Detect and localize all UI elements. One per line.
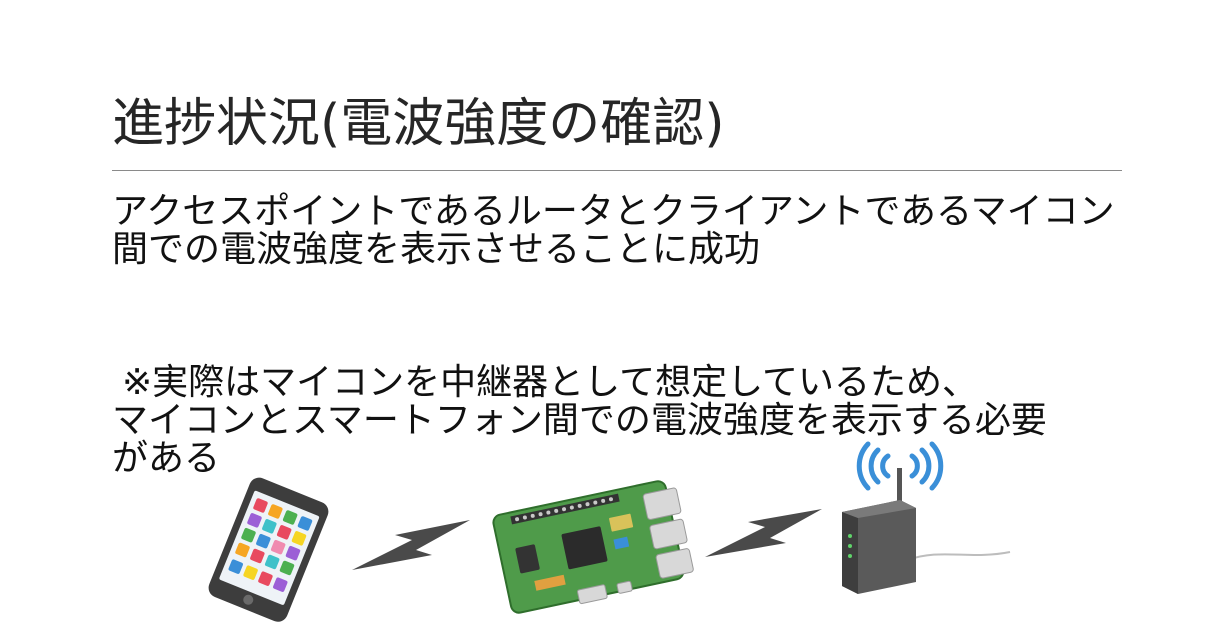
microcontroller-board-icon [492,480,694,614]
title-divider [112,170,1122,171]
paragraph-line: がある [112,438,221,479]
slide-title: 進捗状況(電波強度の確認) [112,94,725,154]
paragraph-line: マイコンとスマートフォン間での電波強度を表示する必要 [112,400,1047,441]
lightning-icon [705,509,822,557]
smartphone-icon [208,477,329,622]
lightning-icon [352,520,470,570]
paragraph-result: アクセスポイントであるルータとクライアントであるマイコン 間での電波強度を表示さ… [112,193,1115,269]
paragraph-line: 間での電波強度を表示させることに成功 [112,229,761,270]
paragraph-line: ※実際はマイコンを中継器として想定しているため、 [122,362,979,403]
paragraph-line: アクセスポイントであるルータとクライアントであるマイコン [112,191,1115,232]
paragraph-note: ※実際はマイコンを中継器として想定しているため、 マイコンとスマートフォン間での… [112,364,1047,478]
